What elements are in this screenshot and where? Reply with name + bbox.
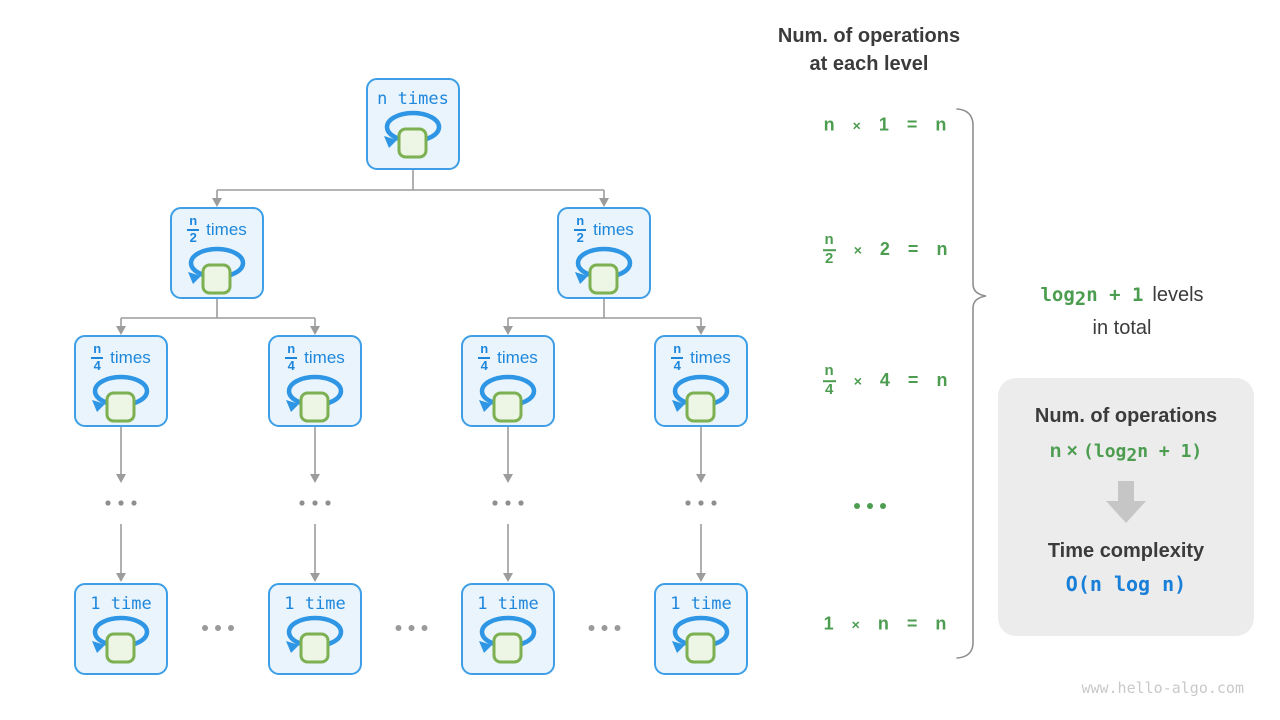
site-watermark: www.hello-algo.com	[1081, 679, 1244, 697]
row-ellipsis-dots	[202, 625, 621, 631]
loop-icon	[184, 246, 250, 296]
tree-node-1time-4: 1 time	[654, 583, 748, 675]
loop-icon	[88, 615, 154, 665]
node-label: 1 time	[670, 594, 732, 614]
loop-icon	[475, 615, 541, 665]
vertical-ellipsis-dots	[105, 500, 717, 506]
tree-node-1time-3: 1 time	[461, 583, 555, 675]
tree-node-1time-1: 1 time	[74, 583, 168, 675]
loop-icon	[475, 374, 541, 424]
green-ellipsis-dots	[854, 503, 886, 509]
tree-node-root: n times	[366, 78, 460, 170]
operations-heading: Num. of operations at each level	[777, 25, 961, 75]
loop-icon	[668, 374, 734, 424]
down-arrow-icon	[1106, 481, 1146, 523]
equation-level-last: 1 × n = n	[823, 613, 947, 634]
loop-icon	[88, 374, 154, 424]
loop-icon	[282, 615, 348, 665]
equation-level-1: n × 1 = n	[823, 114, 947, 135]
levels-note-line2: in total	[1092, 317, 1152, 339]
loop-icon	[668, 615, 734, 665]
tree-node-1time-2: 1 time	[268, 583, 362, 675]
loop-icon	[282, 374, 348, 424]
summary-formula: n × (log2n + 1)	[1049, 441, 1203, 466]
summary-box: Num. of operations n × (log2n + 1) Time …	[998, 378, 1254, 636]
node-label: n times	[377, 89, 449, 109]
node-label: 1 time	[90, 594, 152, 614]
node-label: 1 time	[477, 594, 539, 614]
loop-icon	[380, 110, 446, 160]
summary-subtitle: Time complexity	[1047, 540, 1205, 562]
node-label: 1 time	[284, 594, 346, 614]
loop-icon	[571, 246, 637, 296]
summary-title: Num. of operations	[1034, 405, 1218, 427]
time-complexity-result: O(n log n)	[1065, 572, 1187, 596]
